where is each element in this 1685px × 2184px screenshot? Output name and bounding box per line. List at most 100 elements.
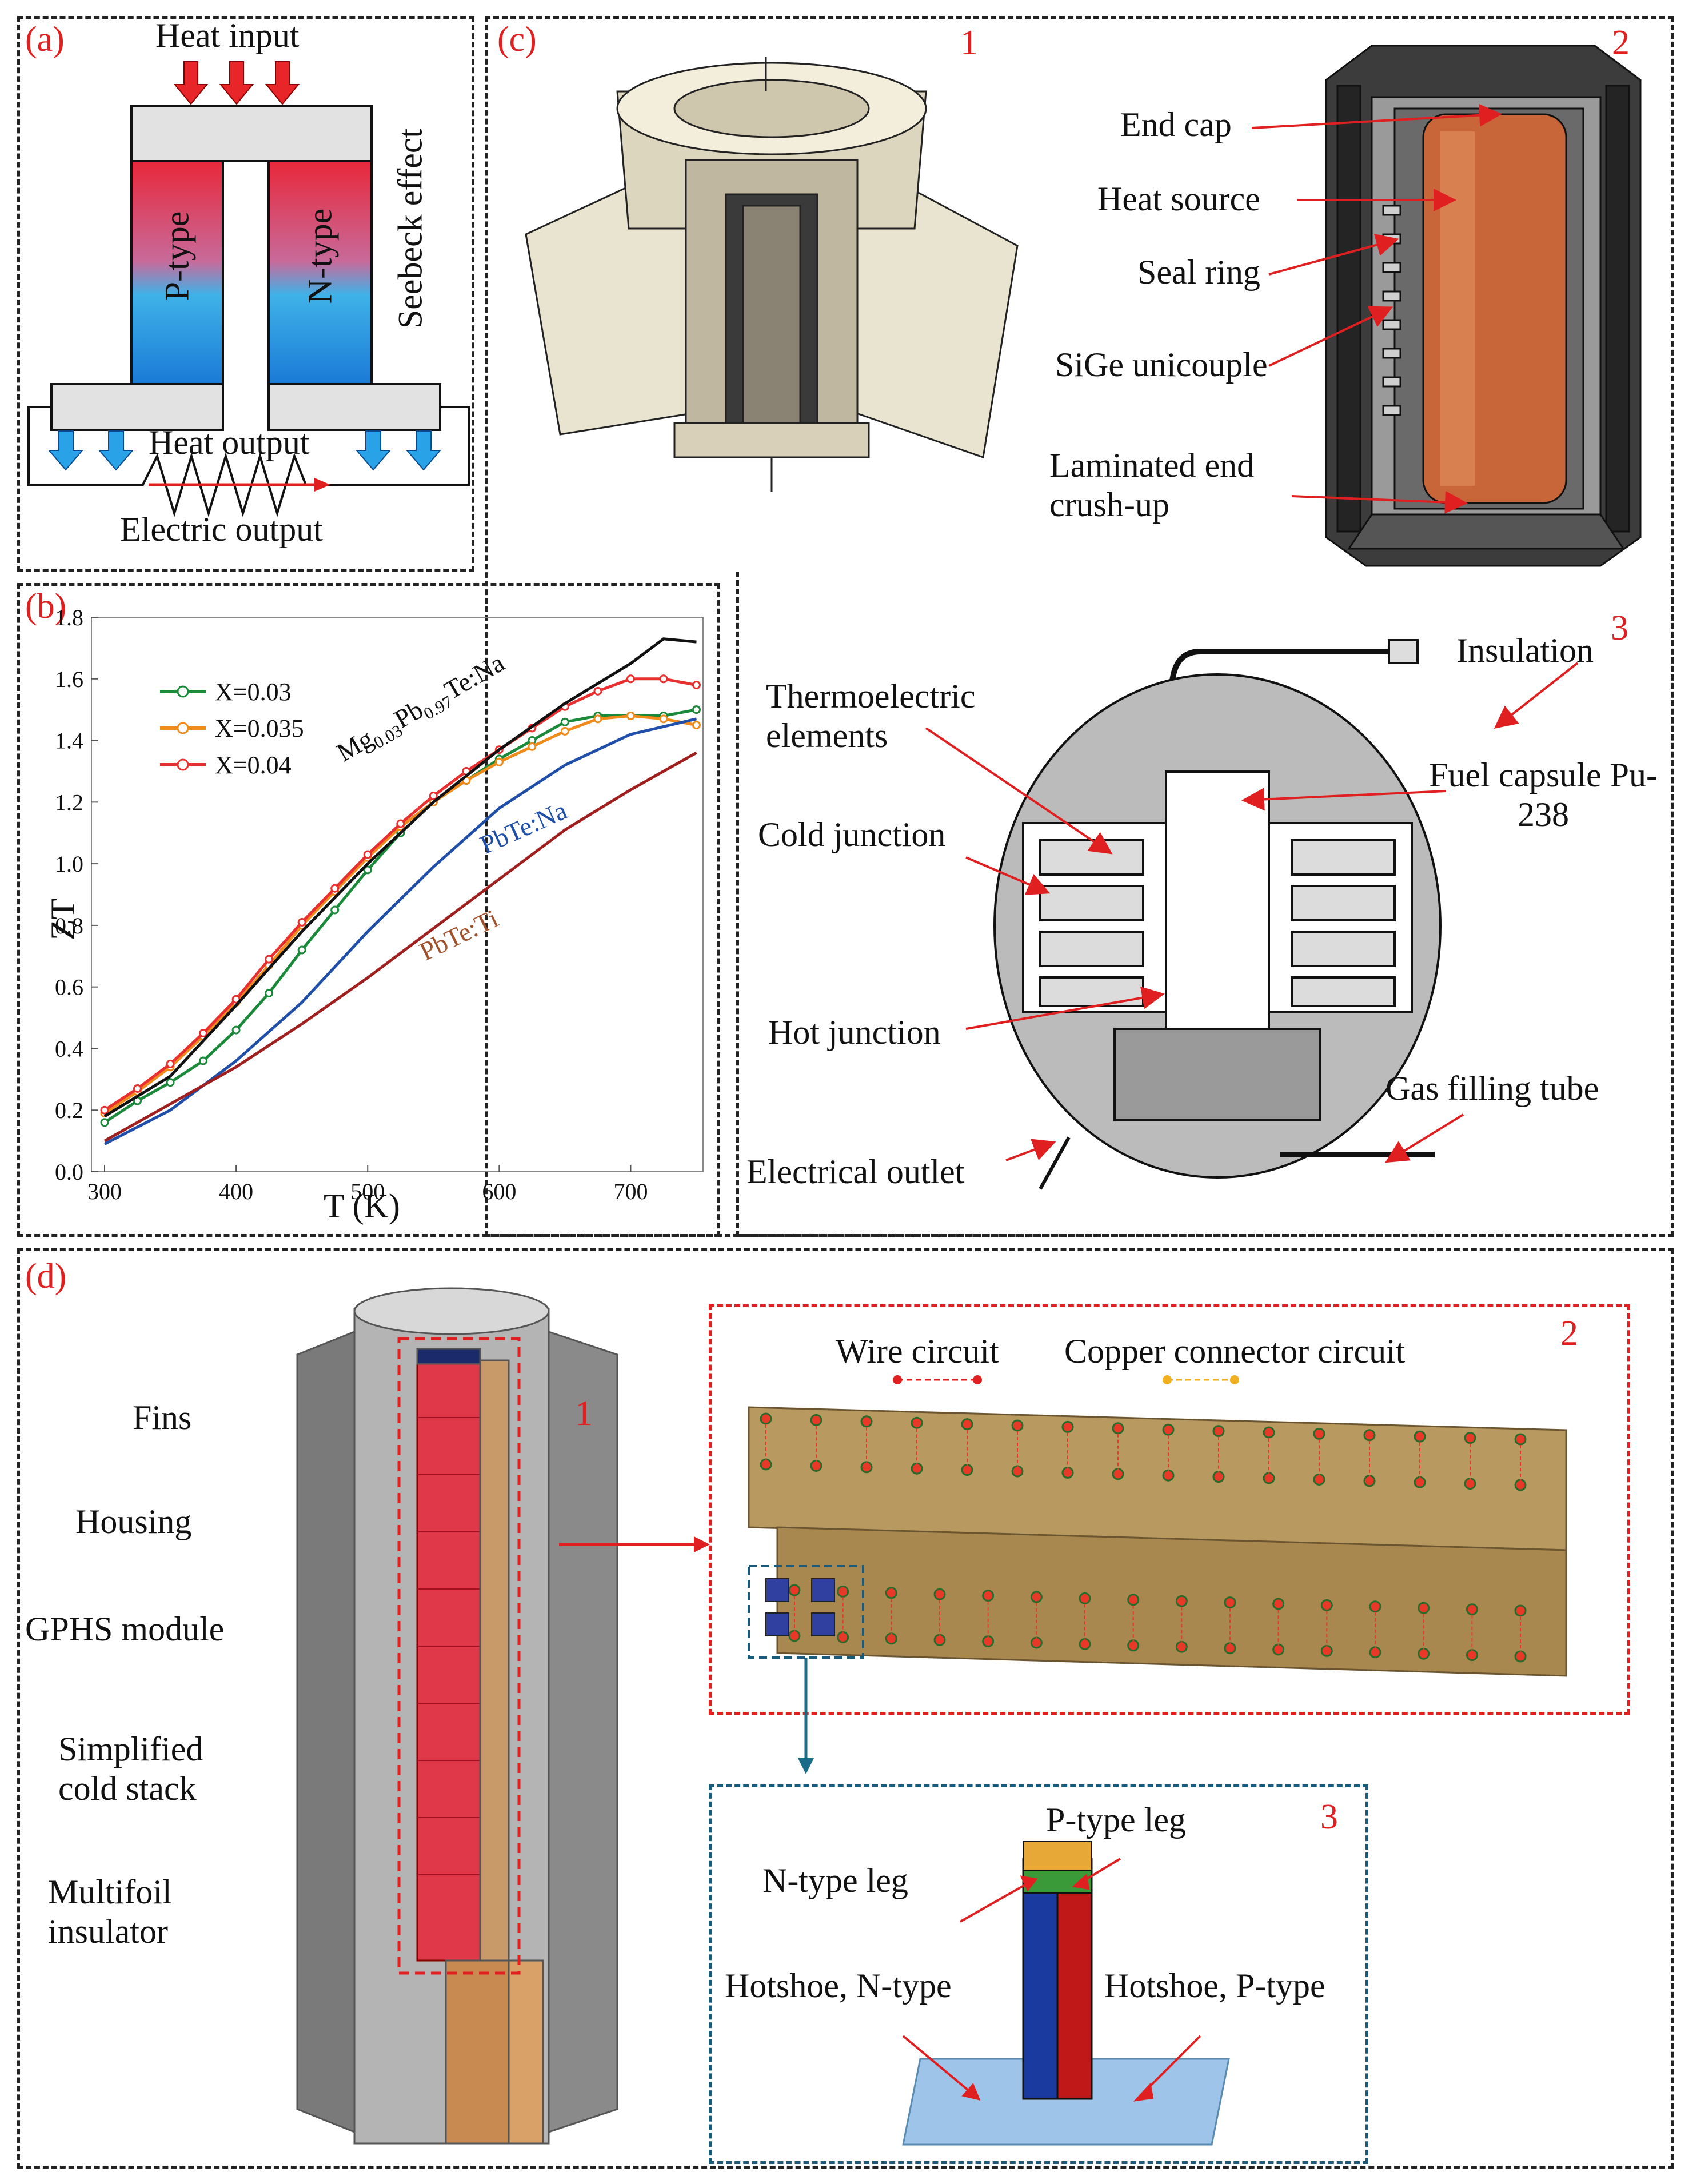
connector-node <box>1175 1595 1188 1607</box>
seal-ring-label: Seal ring <box>1137 253 1260 291</box>
gphs-module-label: GPHS module <box>25 1610 225 1648</box>
panel-d-num-3: 3 <box>1320 1798 1338 1836</box>
electrical-outlet-label: Electrical outlet <box>746 1153 965 1191</box>
heat-source-label: Heat source <box>1097 180 1260 218</box>
p-type-leg <box>130 160 224 385</box>
connector-node <box>1320 1599 1333 1611</box>
data-point <box>166 1078 175 1087</box>
hot-junction-label: Hot junction <box>768 1013 941 1051</box>
external-circuit <box>27 406 470 517</box>
n-type-leg <box>267 160 373 385</box>
y-tick-label: 0.0 <box>55 1159 83 1185</box>
n-type-leg-block <box>1022 1858 1059 2100</box>
x-tick-label: 600 <box>482 1179 516 1204</box>
cold-stack-label: Simplified cold stack <box>58 1730 203 1807</box>
hotshoe-p-label: Hotshoe, P-type <box>1104 1967 1325 2005</box>
panel-c-num-1: 1 <box>960 23 978 62</box>
connector-node <box>911 1416 923 1429</box>
data-point <box>593 714 602 724</box>
data-point <box>166 1059 175 1068</box>
circuit-module-illustration <box>748 1375 1567 1677</box>
data-point <box>199 1029 208 1037</box>
heat-input-arrows <box>173 61 300 105</box>
panel-c-num-3: 3 <box>1611 609 1628 648</box>
legend-entry: X=0.03 <box>215 678 292 706</box>
hotshoe-n-label: Hotshoe, N-type <box>725 1967 952 2005</box>
y-tick-label: 0.6 <box>55 975 83 1000</box>
data-point <box>330 905 340 915</box>
legend-entry: X=0.035 <box>215 714 304 742</box>
hot-plate <box>130 105 373 162</box>
cold-plate-right <box>267 383 441 431</box>
copper-circuit-label: Copper connector circuit <box>1064 1332 1406 1370</box>
circuit-zoom-box <box>709 1304 1630 1715</box>
data-point <box>560 717 569 726</box>
data-point <box>659 674 668 684</box>
p-type-leg-label: P-type leg <box>1046 1801 1186 1839</box>
x-tick-label: 500 <box>350 1179 385 1204</box>
x-tick-label: 700 <box>613 1179 648 1204</box>
data-point <box>626 674 635 684</box>
thermocouple-diagram <box>27 61 470 517</box>
heat-output-arrows <box>47 430 442 471</box>
panel-c-num-2: 2 <box>1612 23 1630 62</box>
legend-entry: X=0.04 <box>215 751 292 779</box>
sige-unicouple-label: SiGe unicouple <box>1055 346 1268 384</box>
wire-circuit-label: Wire circuit <box>836 1332 999 1370</box>
n-type-leg-label: N-type leg <box>762 1862 908 1899</box>
series-line <box>103 751 697 1143</box>
x-tick-label: 300 <box>87 1179 122 1204</box>
connector-node <box>1414 1430 1426 1443</box>
electric-output-label: Electric output <box>120 510 323 548</box>
connector-node <box>1061 1420 1074 1433</box>
data-point <box>396 819 405 828</box>
panel-d-num-2: 2 <box>1560 1314 1578 1353</box>
p-type-leg-block <box>1056 1858 1093 2100</box>
data-point <box>297 945 306 955</box>
connector-node <box>1162 1423 1175 1436</box>
data-point <box>330 884 340 893</box>
data-point <box>133 1084 142 1093</box>
y-tick-label: 0.8 <box>55 913 83 939</box>
unicouple-illustration <box>902 1841 1230 2146</box>
data-point <box>100 1118 109 1127</box>
panel-a-label: (a) <box>25 20 65 59</box>
data-point <box>199 1056 208 1065</box>
y-tick-label: 0.2 <box>55 1097 83 1123</box>
data-point <box>363 865 372 875</box>
y-tick-label: 0.4 <box>55 1036 83 1061</box>
rtg-cross-section <box>993 639 1442 1190</box>
series-line <box>103 637 697 1118</box>
data-point <box>231 995 241 1004</box>
y-tick-label: 1.0 <box>55 851 83 877</box>
gphs-module <box>416 1359 481 1962</box>
module-lower <box>776 1526 1567 1677</box>
fins-label: Fins <box>133 1399 192 1436</box>
data-point <box>363 850 372 859</box>
data-point <box>692 705 701 714</box>
panel-a <box>17 16 474 572</box>
data-point <box>265 988 274 997</box>
mmrtg-cutaway <box>296 1287 618 2145</box>
connector-node <box>933 1588 946 1600</box>
laminated-end-label: Laminated end crush-up <box>1049 446 1255 524</box>
insulation-label: Insulation <box>1456 632 1594 669</box>
cold-plate-left <box>50 383 224 431</box>
legend-marker <box>177 722 189 734</box>
data-point <box>659 714 668 724</box>
snap-generator-illustration <box>525 57 1019 492</box>
panel-b-label: (b) <box>25 587 67 626</box>
y-tick-label: 1.6 <box>55 666 83 692</box>
data-point <box>593 686 602 696</box>
end-cap-label: End cap <box>1120 106 1232 143</box>
panel-c-label: (c) <box>497 20 537 59</box>
panel-d-num-1: 1 <box>575 1394 593 1433</box>
data-point <box>528 742 537 751</box>
data-point <box>692 721 701 730</box>
panel-b <box>17 583 720 1237</box>
cold-junction-label: Cold junction <box>758 816 946 853</box>
plot-frame <box>91 617 704 1172</box>
